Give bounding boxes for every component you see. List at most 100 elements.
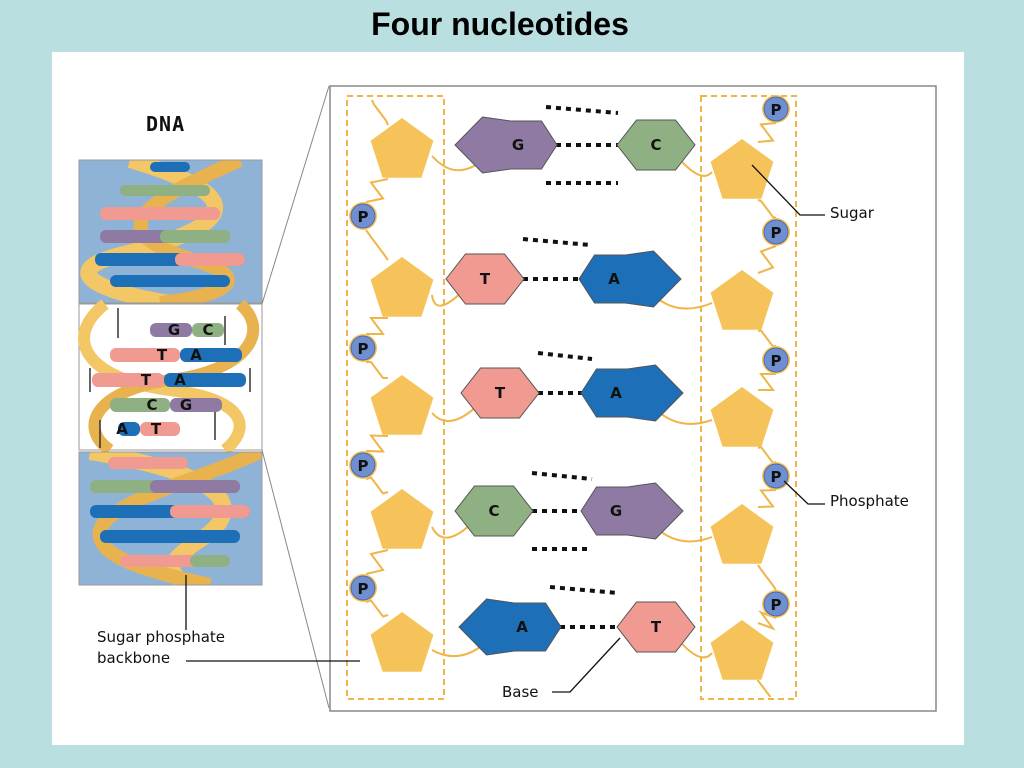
backbone-bond <box>365 476 389 495</box>
helix-bottom-image <box>79 452 262 585</box>
hydrogen-bond <box>531 471 593 481</box>
phosphate-circle: P <box>762 346 790 374</box>
zoom-line-top <box>261 85 330 305</box>
base-c <box>616 119 696 171</box>
backbone-label-line2: backbone <box>97 649 170 667</box>
base-letter: A <box>608 270 620 288</box>
base-letter: A <box>516 618 528 636</box>
backbone-bond <box>365 599 389 618</box>
backbone-bond <box>365 178 389 203</box>
phosphate-symbol: P <box>771 224 782 242</box>
base-a <box>578 250 682 308</box>
phosphate-circle: P <box>349 574 377 602</box>
phosphate-circle: P <box>762 590 790 618</box>
base-c <box>454 485 534 537</box>
backbone-bond <box>366 361 388 379</box>
small-base-letter: T <box>151 420 162 438</box>
phosphate-symbol: P <box>771 468 782 486</box>
sugar-pentagon <box>710 504 774 564</box>
base-letter: C <box>650 136 661 154</box>
backbone-bond <box>757 122 777 143</box>
hydrogen-bond <box>549 585 619 595</box>
backbone-bond <box>757 489 777 508</box>
phosphate-circle: P <box>349 202 377 230</box>
small-base-letter: T <box>141 371 152 389</box>
phosphate-label: Phosphate <box>830 492 909 510</box>
hydrogen-bond <box>522 237 591 247</box>
base-letter: G <box>512 136 524 154</box>
base-a <box>580 364 684 422</box>
base-g <box>454 116 558 174</box>
small-base-letter: T <box>157 346 168 364</box>
small-base-letter: A <box>174 371 186 389</box>
base-letter: T <box>480 270 491 288</box>
base-t <box>616 601 696 653</box>
small-base-letter: G <box>180 396 192 414</box>
phosphate-circle: P <box>762 218 790 246</box>
backbone-bond <box>365 549 389 575</box>
slide-title: Four nucleotides <box>371 6 629 42</box>
sugar-label: Sugar <box>830 204 875 222</box>
base-t <box>445 253 525 305</box>
sugar-pentagon <box>710 387 774 447</box>
phosphate-symbol: P <box>771 352 782 370</box>
sugar-pentagon <box>370 375 434 435</box>
sugar-pentagon <box>370 612 434 672</box>
zoom-line-bottom <box>261 449 330 709</box>
sugar-pentagon <box>710 270 774 330</box>
small-base-letter: C <box>202 321 213 339</box>
backbone-bond <box>757 245 777 274</box>
sugar-pentagon <box>370 257 434 317</box>
phosphate-symbol: P <box>358 340 369 358</box>
small-base-letter: C <box>146 396 157 414</box>
base-letter: C <box>488 502 499 520</box>
small-base-letter: A <box>116 420 128 438</box>
phosphate-circle: P <box>349 451 377 479</box>
base-letter: G <box>610 502 622 520</box>
sugar-pentagon <box>710 620 774 680</box>
phosphate-symbol: P <box>771 596 782 614</box>
phosphate-circle: P <box>762 95 790 123</box>
base-letter: T <box>495 384 506 402</box>
phosphate-symbol: P <box>358 457 369 475</box>
phosphate-circle: P <box>762 462 790 490</box>
small-base-letter: A <box>190 346 202 364</box>
backbone-bond <box>758 373 776 391</box>
backbone-bond <box>365 434 389 453</box>
base-callout-line <box>552 637 621 693</box>
phosphate-symbol: P <box>358 580 369 598</box>
hydrogen-bond <box>545 105 619 115</box>
sugar-pentagon <box>370 118 434 178</box>
sugar-pentagon <box>370 489 434 549</box>
small-base-letter: G <box>168 321 180 339</box>
backbone-bond <box>757 199 777 219</box>
right-backbone-box <box>700 95 797 700</box>
base-letter: T <box>651 618 662 636</box>
dna-title: DNA <box>146 112 185 136</box>
phosphate-callout-line <box>783 480 825 505</box>
backbone-bond <box>757 564 777 591</box>
base-g <box>580 482 684 540</box>
backbone-bond <box>757 679 771 698</box>
backbone-bond <box>366 317 388 335</box>
base-t <box>460 367 540 419</box>
sugar-pentagon <box>710 139 774 199</box>
backbone-bond <box>371 99 389 126</box>
phosphate-symbol: P <box>358 208 369 226</box>
phosphate-circle: P <box>349 334 377 362</box>
backbone-label-line1: Sugar phosphate <box>97 628 225 646</box>
base-label: Base <box>502 683 539 701</box>
phosphate-symbol: P <box>771 101 782 119</box>
base-a <box>458 598 562 656</box>
